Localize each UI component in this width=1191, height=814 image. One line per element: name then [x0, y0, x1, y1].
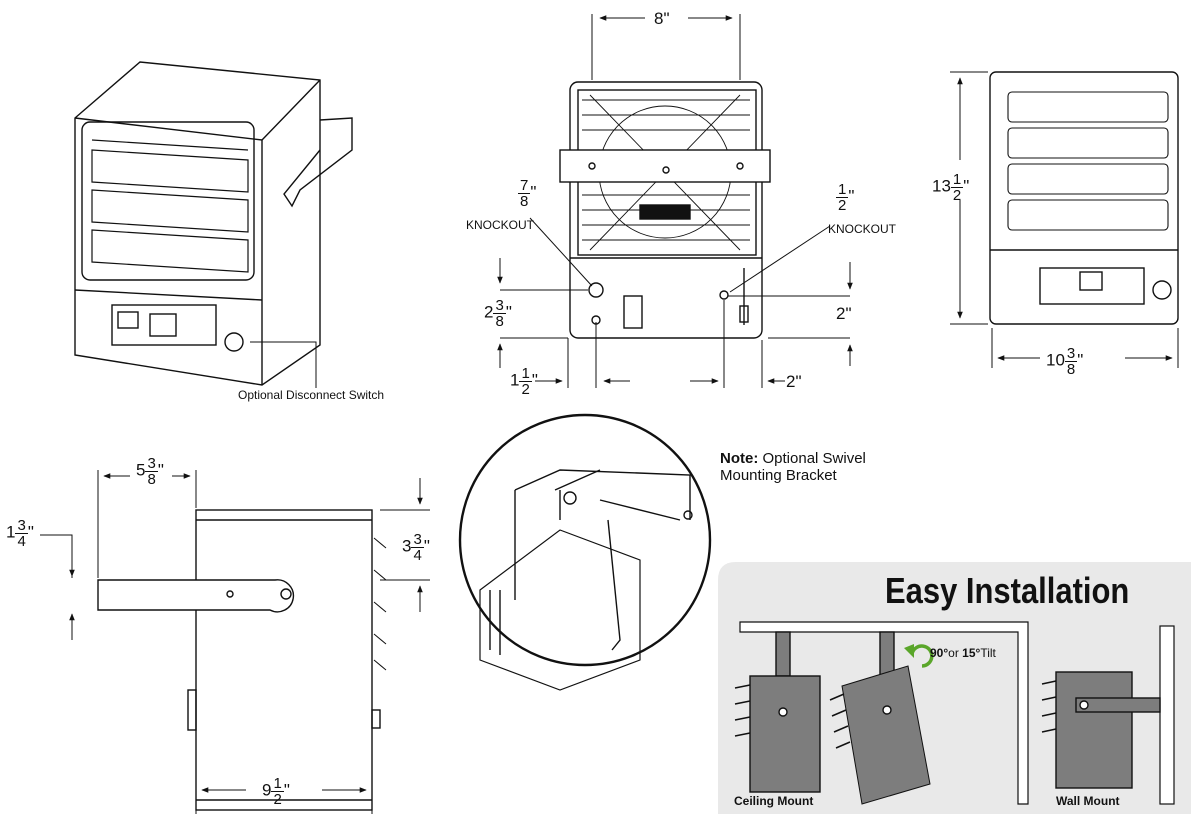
swivel-bracket-detail	[458, 413, 712, 691]
side-view-heater	[950, 71, 1179, 368]
disconnect-knob	[224, 332, 244, 352]
knockout-left-label: KNOCKOUT	[466, 218, 535, 232]
install-panel	[718, 562, 1191, 814]
isometric-heater	[74, 61, 353, 388]
bracket-view-heater	[40, 470, 430, 814]
dim-bottom-right: 2"	[786, 372, 802, 391]
swivel-note: Note: Optional Swivel Mounting Bracket	[720, 450, 866, 484]
control-panel	[111, 304, 217, 346]
tilt-label: 90°or 15°Tilt	[930, 646, 996, 660]
wall-mount-caption: Wall Mount	[1056, 794, 1120, 808]
dim-top-width: 8"	[654, 9, 670, 28]
knockout-right-label: KNOCKOUT	[828, 222, 897, 236]
ceiling-mount-caption: Ceiling Mount	[734, 794, 814, 808]
easy-installation-title: Easy Installation	[885, 570, 1130, 611]
optional-disconnect-label: Optional Disconnect Switch	[238, 388, 385, 402]
dim-right-height: 2"	[836, 304, 852, 323]
front-view-heater	[497, 14, 853, 388]
